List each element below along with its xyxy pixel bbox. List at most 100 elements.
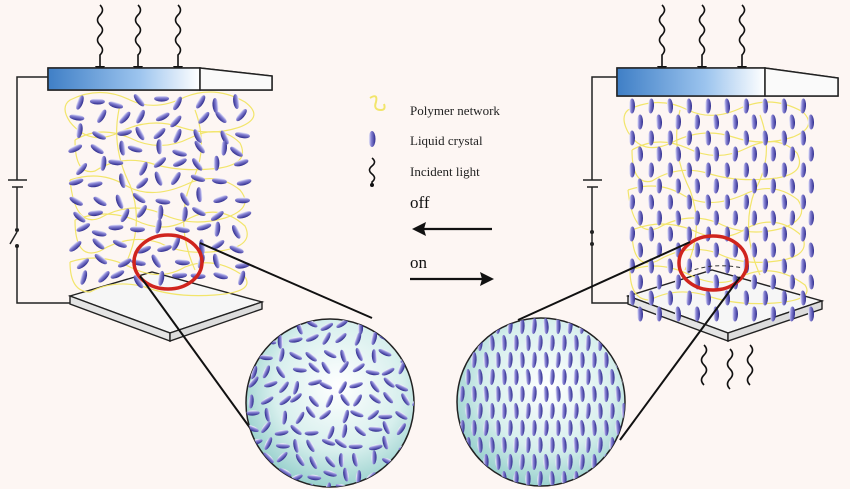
liquid-crystal-droplet (704, 226, 712, 242)
liquid-crystal-droplet (495, 454, 501, 470)
liquid-crystal-droplet (780, 98, 788, 114)
liquid-crystal-droplet (155, 112, 170, 122)
liquid-crystal-droplet (279, 381, 289, 393)
liquid-crystal-droplet (685, 290, 693, 306)
liquid-crystal-droplet (513, 335, 519, 351)
left-highlight-circle (132, 233, 204, 291)
liquid-crystal-droplet (655, 114, 663, 130)
liquid-crystal-droplet (409, 351, 414, 362)
liquid-crystal-droplet (561, 437, 567, 453)
liquid-crystal-droplet (324, 482, 331, 487)
liquid-crystal-droplet (275, 486, 286, 487)
liquid-crystal-droplet (712, 242, 720, 258)
liquid-crystal-droplet (549, 335, 555, 351)
liquid-crystal-droplet (305, 334, 319, 342)
liquid-crystal-droplet (579, 420, 585, 436)
liquid-crystal-droplet (277, 334, 283, 349)
liquid-crystal-droplet (693, 114, 701, 130)
liquid-crystal-droplet (628, 162, 636, 178)
liquid-crystal-droplet (112, 239, 127, 248)
liquid-crystal-droplet (170, 172, 181, 185)
liquid-crystal-droplet (290, 424, 302, 435)
liquid-crystal-droplet (483, 420, 489, 436)
liquid-crystal-droplet (621, 335, 625, 351)
liquid-crystal-droplet (537, 335, 543, 351)
liquid-crystal-droplet (465, 403, 471, 419)
liquid-crystal-droplet (90, 144, 104, 154)
liquid-crystal-droplet (507, 352, 513, 368)
liquid-crystal-droplet (573, 369, 579, 385)
liquid-crystal-droplet (674, 114, 682, 130)
off-arrow-left (412, 222, 492, 236)
liquid-crystal-droplet (769, 114, 777, 130)
liquid-crystal-droplet (193, 129, 202, 143)
liquid-crystal-droplet (190, 174, 206, 182)
liquid-crystal-droplet (321, 438, 336, 446)
liquid-crystal-droplet (603, 420, 609, 436)
liquid-crystal-droplet (196, 223, 212, 231)
liquid-crystal-droplet (414, 450, 427, 464)
liquid-crystal-droplet (769, 306, 777, 322)
liquid-crystal-droplet (295, 453, 305, 466)
liquid-crystal-droplet (495, 386, 501, 402)
liquid-crystal-droplet (750, 146, 758, 162)
liquid-crystal-droplet (398, 361, 406, 375)
left-switch-contact (15, 244, 19, 248)
liquid-crystal-droplet (799, 226, 807, 242)
liquid-crystal-droplet (666, 290, 674, 306)
liquid-crystal-droplet (656, 178, 662, 194)
liquid-crystal-droplet (98, 271, 110, 283)
liquid-crystal-droplet (769, 178, 777, 194)
liquid-crystal-droplet (519, 318, 525, 334)
liquid-crystal-droplet (704, 162, 712, 178)
liquid-crystal-droplet (742, 162, 750, 178)
liquid-crystal-droplet (263, 452, 274, 464)
liquid-crystal-droplet (153, 157, 166, 168)
liquid-crystal-droplet (151, 254, 161, 268)
liquid-crystal-droplet (655, 274, 663, 290)
liquid-crystal-droplet (382, 435, 389, 450)
liquid-crystal-droplet (666, 130, 674, 146)
liquid-crystal-droplet (220, 130, 229, 145)
liquid-crystal-droplet (780, 194, 788, 210)
liquid-crystal-droplet (666, 98, 674, 114)
liquid-crystal-droplet (69, 240, 82, 252)
left-top-electrode (47, 67, 273, 91)
liquid-crystal-droplet (395, 471, 407, 482)
liquid-crystal-droplet (214, 221, 221, 237)
liquid-crystal-droplet (350, 410, 364, 418)
liquid-crystal-droplet (352, 363, 365, 373)
right-liquid-crystals (628, 98, 815, 322)
liquid-crystal-droplet (685, 162, 693, 178)
liquid-crystal-droplet (788, 210, 796, 226)
liquid-crystal-droplet (750, 178, 758, 194)
liquid-crystal-droplet (489, 471, 495, 486)
liquid-crystal-droplet (289, 484, 304, 487)
liquid-crystal-droplet (368, 426, 383, 432)
liquid-crystal-droplet (597, 471, 603, 486)
liquid-crystal-droplet (489, 437, 495, 453)
liquid-crystal-droplet (742, 290, 750, 306)
liquid-crystal-droplet (108, 224, 124, 231)
liquid-crystal-droplet (154, 95, 170, 102)
liquid-crystal-droplet (119, 173, 126, 189)
liquid-crystal-droplet (174, 259, 190, 266)
liquid-crystal-droplet (309, 456, 318, 469)
liquid-crystal-droplet (761, 98, 769, 114)
liquid-crystal-droplet (685, 130, 693, 146)
left-bottom-electrode (67, 271, 265, 343)
liquid-crystal-droplet (543, 454, 549, 470)
liquid-crystal-droplet (603, 386, 609, 402)
liquid-crystal-droplet (194, 140, 205, 154)
legend-incident-light: Incident light (410, 164, 480, 179)
liquid-crystal-droplet (549, 403, 555, 419)
liquid-crystal-droplet (355, 486, 365, 487)
right-incident-light (658, 4, 746, 73)
left-incident-light (96, 4, 182, 73)
liquid-crystal-droplet (292, 381, 299, 395)
liquid-crystal-droplet (378, 348, 392, 357)
liquid-crystal-droplet (731, 178, 739, 194)
liquid-crystal-droplet (250, 482, 259, 487)
right-magnifier-connectors (517, 241, 741, 441)
liquid-crystal-droplet (483, 352, 489, 368)
